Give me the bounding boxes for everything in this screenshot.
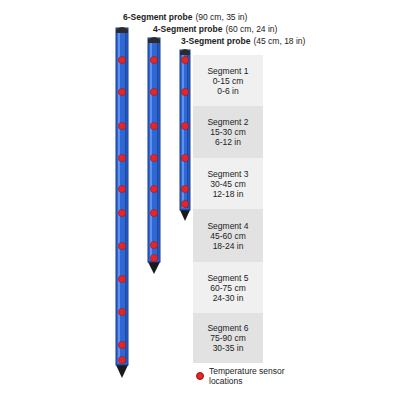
depth-range: 12-18 in <box>213 189 244 199</box>
depth-range: 6-12 in <box>215 137 241 147</box>
depth-range: 30-35 in <box>213 343 244 353</box>
probe-group <box>116 27 190 378</box>
probe-label: 6-Segment probe(90 cm, 35 in) <box>123 12 247 22</box>
soil-probe <box>180 49 190 221</box>
sensor-dot <box>118 88 125 95</box>
probe-highlight <box>150 42 152 260</box>
legend-entry: Temperature sensor locations <box>196 366 289 386</box>
probe-length: (90 cm, 35 in) <box>195 12 247 22</box>
probe-tip <box>148 262 160 274</box>
depth-range: 0-15 cm <box>213 76 244 86</box>
segment-band: Segment 560-75 cm24-30 in <box>193 262 263 313</box>
sensor-dot <box>118 275 125 282</box>
probe-shaft <box>116 28 128 365</box>
sensor-dot <box>181 56 188 63</box>
sensor-dot <box>118 122 125 129</box>
probe-name: 3-Segment probe <box>181 36 250 46</box>
depth-range: 45-60 cm <box>210 231 245 241</box>
depth-range: 60-75 cm <box>210 283 245 293</box>
depth-range: 0-6 in <box>217 86 238 96</box>
probe-highlight <box>182 54 184 208</box>
soil-probe <box>116 27 128 378</box>
probe-length: (60 cm, 24 in) <box>225 24 277 34</box>
segment-band: Segment 445-60 cm18-24 in <box>193 209 263 262</box>
depth-range: 15-30 cm <box>210 127 245 137</box>
probe-shaft <box>148 38 160 262</box>
probe-label: 3-Segment probe(45 cm, 18 in) <box>181 36 305 46</box>
probe-tip <box>116 365 128 378</box>
probe-shade <box>157 42 159 260</box>
probe-cap <box>148 37 160 43</box>
segment-band: Segment 215-30 cm6-12 in <box>193 106 263 158</box>
segment-name: Segment 5 <box>207 273 248 283</box>
segment-name: Segment 4 <box>207 221 248 231</box>
sensor-dot <box>181 122 188 129</box>
sensor-dot <box>150 254 157 261</box>
soil-probe <box>148 37 160 274</box>
sensor-dot <box>118 209 125 216</box>
sensor-dot <box>118 341 125 348</box>
segment-name: Segment 3 <box>207 169 248 179</box>
segment-name: Segment 1 <box>207 66 248 76</box>
segment-band: Segment 675-90 cm30-35 in <box>193 313 263 363</box>
legend-swatch <box>196 372 204 380</box>
sensor-dot <box>118 185 125 192</box>
sensor-dot <box>150 122 157 129</box>
depth-range: 30-45 cm <box>210 179 245 189</box>
sensor-dot <box>150 56 157 63</box>
probe-shade <box>187 54 189 208</box>
segment-band: Segment 330-45 cm12-18 in <box>193 158 263 209</box>
depth-range: 18-24 in <box>213 241 244 251</box>
sensor-dot <box>150 241 157 248</box>
sensor-dot <box>181 200 188 207</box>
probe-label: 4-Segment probe(60 cm, 24 in) <box>153 24 277 34</box>
sensor-dot <box>181 185 188 192</box>
sensor-dot <box>150 154 157 161</box>
probe-cap <box>180 49 190 55</box>
sensor-dot <box>118 242 125 249</box>
probe-name: 4-Segment probe <box>153 24 222 34</box>
depth-range: 24-30 in <box>213 293 244 303</box>
segment-name: Segment 2 <box>207 117 248 127</box>
sensor-dot <box>150 209 157 216</box>
legend-text: Temperature sensor locations <box>209 366 289 386</box>
probe-length: (45 cm, 18 in) <box>253 36 305 46</box>
probe-tip <box>180 210 190 221</box>
sensor-dot <box>118 154 125 161</box>
sensor-dot <box>118 356 125 363</box>
sensor-dot <box>118 308 125 315</box>
segment-name: Segment 6 <box>207 323 248 333</box>
probe-shaft <box>180 50 190 210</box>
sensor-dot <box>181 88 188 95</box>
segment-band: Segment 10-15 cm0-6 in <box>193 55 263 106</box>
probe-name: 6-Segment probe <box>123 12 192 22</box>
depth-range: 75-90 cm <box>210 333 245 343</box>
sensor-dot <box>181 154 188 161</box>
sensor-dot <box>150 185 157 192</box>
sensor-dot <box>150 88 157 95</box>
sensor-dot <box>118 56 125 63</box>
probe-cap <box>116 27 128 33</box>
